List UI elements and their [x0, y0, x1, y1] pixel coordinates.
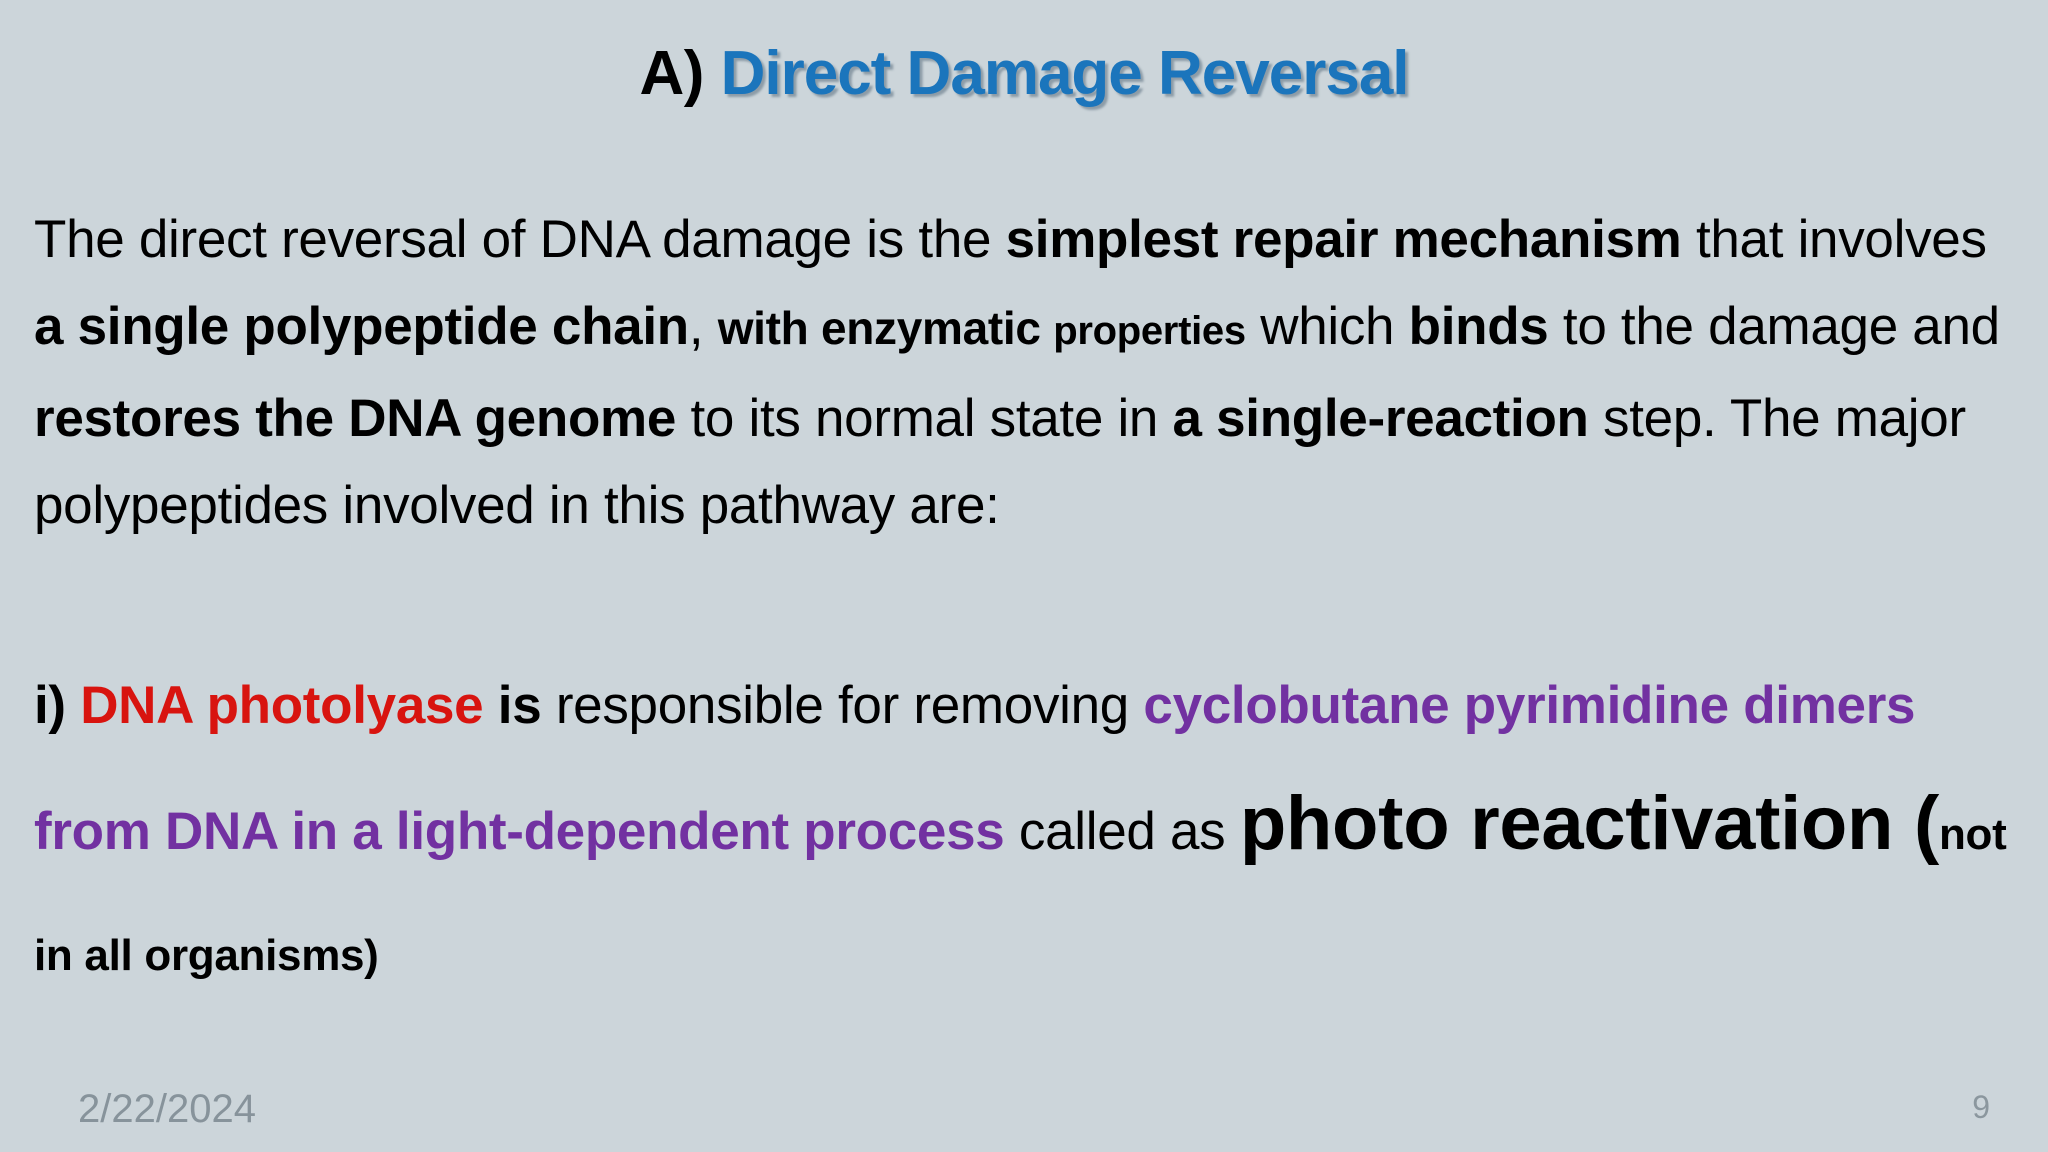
run-restores-the-dna-genome: restores the DNA genome [34, 389, 677, 448]
run-that-involves: that involves [1681, 210, 1987, 269]
run-binds: binds [1408, 297, 1549, 356]
run-is: is [483, 676, 542, 735]
run-with-enzymatic: with enzymatic [717, 302, 1054, 354]
slide-body: The direct reversal of DNA damage is the… [34, 196, 2024, 1015]
footer-date: 2/22/2024 [78, 1087, 256, 1131]
run-open-paren: ( [1913, 781, 1939, 866]
run-comma: , [688, 297, 718, 356]
run-to-the-damage-and: to the damage and [1548, 297, 2000, 356]
run-cyclobutane-pyrimidine-dimers: cyclobutane pyrimidine dimers from DNA i… [34, 676, 1916, 861]
footer-page-number: 9 [1972, 1089, 1990, 1125]
run-intro-1: The direct reversal of DNA damage is the [34, 210, 1006, 269]
slide-title: A) Direct Damage Reversal [0, 38, 2048, 109]
run-which: which [1245, 297, 1409, 356]
paragraph-intro: The direct reversal of DNA damage is the… [34, 196, 2024, 549]
run-simplest-repair-mechanism: simplest repair mechanism [1005, 210, 1682, 269]
run-single-polypeptide-chain: a single polypeptide chain [34, 297, 689, 356]
run-called-as: called as [1004, 802, 1240, 861]
run-dna-photolyase: DNA photolyase [80, 676, 484, 735]
run-list-marker-i: i) [34, 676, 81, 735]
run-properties: properties [1053, 309, 1246, 353]
title-main-text: Direct Damage Reversal [720, 39, 1410, 108]
run-not-in-all-organisms: not in all organisms) [34, 810, 2007, 980]
run-to-its-normal-state: to its normal state in [676, 389, 1173, 448]
paragraph-photolyase: i) DNA photolyase is responsible for rem… [34, 647, 2024, 1015]
run-photo-reactivation: photo reactivation [1239, 781, 1914, 866]
run-responsible-for-removing: responsible for removing [541, 676, 1144, 735]
title-prefix: A) [639, 39, 721, 108]
run-step-major-polypeptides: step. The major polypeptides involved in… [34, 389, 1966, 535]
run-single-reaction: a single-reaction [1172, 389, 1589, 448]
